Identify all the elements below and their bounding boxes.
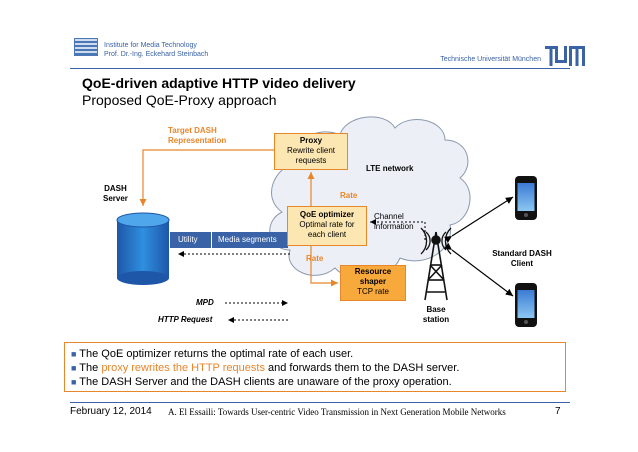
dash-server-label: DASH Server bbox=[103, 184, 128, 203]
bullet-icon: ■ bbox=[71, 377, 77, 387]
http-request-label: HTTP Request bbox=[158, 315, 213, 324]
media-segments-label: Media segments bbox=[218, 235, 277, 244]
utility-label: Utility bbox=[178, 235, 198, 244]
tum-logo bbox=[545, 46, 585, 66]
rate-arrow-down bbox=[310, 246, 338, 287]
rate-label-upper: Rate bbox=[340, 191, 358, 200]
qoe-optimizer-box: QoE optimizer Optimal rate for each clie… bbox=[287, 206, 367, 246]
bar-divider bbox=[211, 232, 212, 248]
institute-info: Institute for Media Technology Prof. Dr.… bbox=[104, 41, 208, 59]
utility-media-bar bbox=[170, 232, 288, 248]
proxy-box: Proxy Rewrite client requests bbox=[274, 133, 348, 170]
mpd-label: MPD bbox=[196, 298, 214, 307]
target-dash-label: Target DASH Representation bbox=[168, 126, 227, 145]
link-bottom-phone bbox=[444, 242, 514, 297]
qoe-desc-2: each client bbox=[307, 230, 347, 239]
note-item: ■ The proxy rewrites the HTTP requests a… bbox=[71, 362, 460, 374]
dash-server-icon bbox=[116, 212, 170, 285]
lte-network-label: LTE network bbox=[366, 164, 414, 173]
footer-divider bbox=[70, 402, 570, 403]
phone-top-icon bbox=[515, 176, 537, 220]
page-number: 7 bbox=[555, 406, 561, 417]
note-item: ■ The DASH Server and the DASH clients a… bbox=[71, 376, 452, 388]
footer-date: February 12, 2014 bbox=[70, 406, 152, 417]
proxy-desc-2: requests bbox=[295, 156, 327, 165]
slide-subtitle: Proposed QoE-Proxy approach bbox=[82, 92, 277, 108]
phone-bottom-icon bbox=[515, 283, 537, 327]
standard-client-label: Standard DASH Client bbox=[492, 249, 552, 268]
qoe-title: QoE optimizer bbox=[299, 210, 355, 219]
notes-box: ■ The QoE optimizer returns the optimal … bbox=[64, 342, 566, 392]
base-station-label: Base station bbox=[422, 305, 450, 324]
university-name: Technische Universität München bbox=[440, 56, 541, 63]
professor-name: Prof. Dr.-Ing. Eckehard Steinbach bbox=[104, 51, 209, 58]
bullet-icon: ■ bbox=[71, 363, 77, 373]
note-item: ■ The QoE optimizer returns the optimal … bbox=[71, 348, 354, 360]
target-representation-arrow bbox=[139, 149, 274, 206]
channel-info-label: Channel information bbox=[374, 212, 414, 231]
resource-title-2: shaper bbox=[359, 277, 387, 286]
resource-title-1: Resource bbox=[354, 267, 392, 276]
institute-name: Institute for Media Technology bbox=[104, 42, 197, 49]
resource-desc: TCP rate bbox=[357, 287, 389, 296]
header-divider bbox=[70, 68, 570, 69]
institute-logo bbox=[74, 38, 98, 56]
bullet-icon: ■ bbox=[71, 349, 77, 359]
qoe-desc-1: Optimal rate for bbox=[299, 220, 355, 229]
slide-title: QoE-driven adaptive HTTP video delivery bbox=[82, 75, 356, 91]
note-highlight: proxy rewrites the HTTP requests bbox=[101, 362, 265, 374]
proxy-desc-1: Rewrite client bbox=[286, 146, 335, 155]
footer-citation: A. El Essaili: Towards User-centric Vide… bbox=[168, 407, 506, 417]
link-top-phone bbox=[443, 196, 514, 243]
resource-shaper-box: Resource shaper TCP rate bbox=[340, 265, 406, 301]
proxy-title: Proxy bbox=[299, 136, 323, 145]
rate-label-lower: Rate bbox=[306, 254, 324, 263]
